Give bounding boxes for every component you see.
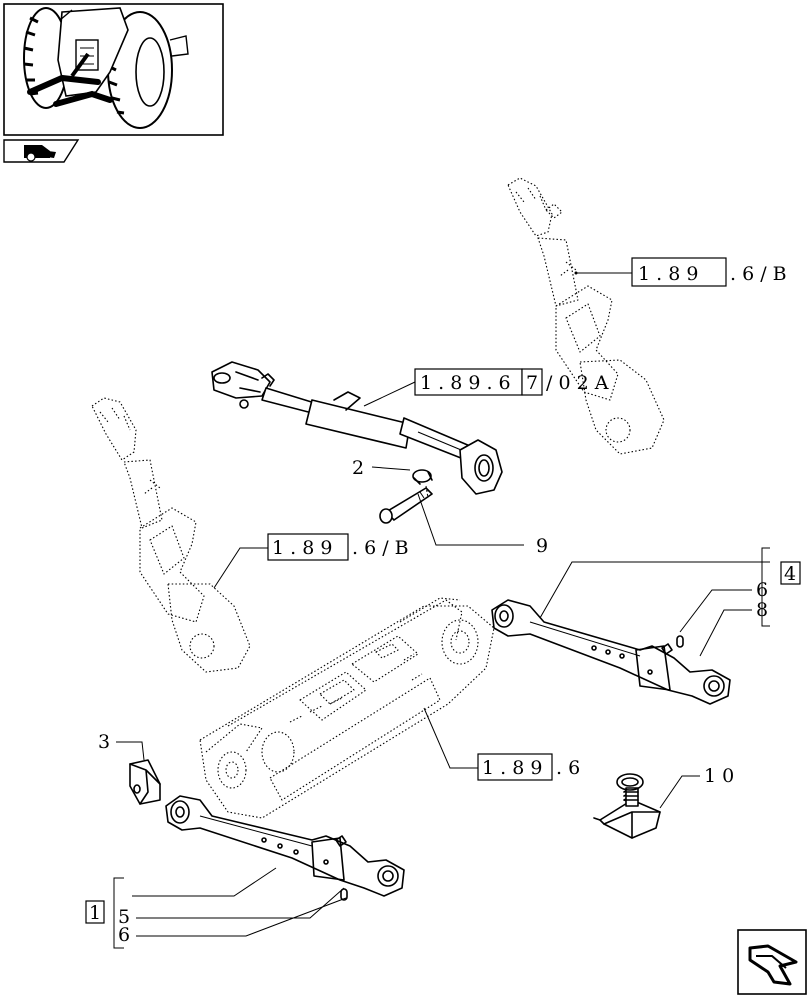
- lower-link-right[interactable]: [491, 599, 731, 705]
- ref-label-top-right[interactable]: 1 . 8 9 . 6 / B: [631, 257, 787, 287]
- ref-label-left-link[interactable]: 1 . 8 9 . 6 / B: [267, 533, 409, 561]
- svg-text:1 . 8 9: 1 . 8 9: [482, 757, 542, 779]
- pin-6-upper[interactable]: [676, 635, 684, 648]
- svg-text:1 . 8 9 . 6: 1 . 8 9 . 6: [420, 372, 511, 394]
- section-tab[interactable]: [3, 139, 80, 163]
- ref-label-center-bracket[interactable]: 1 . 8 9 . 6: [477, 753, 580, 781]
- bracket-3[interactable]: [129, 759, 161, 805]
- group-4-item-8: 8: [756, 599, 768, 621]
- lock-pin-10[interactable]: [593, 773, 661, 839]
- lift-rod-left-ghost: [91, 397, 251, 673]
- callout-10[interactable]: 1 0: [704, 765, 734, 787]
- page-forward-icon: [748, 944, 798, 986]
- group-1-item-5: 5: [118, 906, 130, 928]
- svg-text:1 . 8 9: 1 . 8 9: [272, 537, 332, 559]
- callout-9[interactable]: 9: [536, 535, 548, 557]
- ref-label-top-link[interactable]: 1 . 8 9 . 6 7 / 0 2 A: [414, 368, 609, 396]
- svg-text:. 6: . 6: [556, 757, 580, 779]
- group-4-item-6: 6: [756, 579, 768, 601]
- page-navigation-icon[interactable]: [737, 929, 807, 995]
- svg-text:. 6 / B: . 6 / B: [730, 263, 787, 285]
- lower-link-bracket-ghost: [199, 597, 495, 819]
- svg-text:7: 7: [526, 372, 538, 394]
- group-1-box: 1: [89, 902, 101, 924]
- callout-3[interactable]: 3: [98, 731, 110, 753]
- leader-lines: [113, 271, 770, 949]
- group-1[interactable]: 1 5 6: [85, 900, 130, 946]
- svg-text:1 . 8 9: 1 . 8 9: [638, 263, 698, 285]
- pin-6-lower[interactable]: [340, 888, 348, 901]
- callout-2[interactable]: 2: [352, 457, 364, 479]
- lower-link-left[interactable]: [165, 795, 405, 897]
- clip-2[interactable]: [412, 469, 433, 499]
- svg-text:. 6 / B: . 6 / B: [352, 537, 409, 559]
- svg-text:/ 0 2 A: / 0 2 A: [546, 372, 609, 394]
- thumbnail-frame[interactable]: [3, 3, 224, 136]
- tractor-section-icon: [24, 145, 56, 162]
- lift-rod-right-ghost: [507, 177, 665, 455]
- pin-9[interactable]: [379, 487, 433, 524]
- top-link-assembly[interactable]: [211, 361, 503, 495]
- group-4-box: 4: [784, 563, 796, 585]
- group-1-item-6: 6: [118, 924, 130, 946]
- tractor-rear-linkage-thumbnail: [23, 7, 189, 129]
- group-4[interactable]: 4 6 8: [756, 561, 801, 621]
